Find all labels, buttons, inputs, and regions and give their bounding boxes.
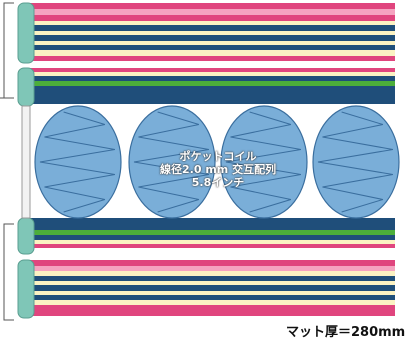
top-quilt-stripe-1 <box>30 3 395 9</box>
pocket-coil-4 <box>312 105 400 219</box>
coil-spring-4 <box>317 111 393 213</box>
top-quilt-stripe-7 <box>30 35 395 41</box>
mattress-cross-section-diagram <box>0 2 400 321</box>
coil-pocket-2 <box>128 105 216 219</box>
upper-insulator-stripe-6 <box>30 92 395 98</box>
bottom-quilt-stripe-10 <box>30 305 395 311</box>
pocket-coil-2 <box>128 105 216 219</box>
bottom-bracket <box>3 223 14 321</box>
edge-band-4 <box>17 259 35 319</box>
bottom-quilt-stripe-2 <box>30 266 395 271</box>
lower-insulator-stripe-1 <box>30 218 395 224</box>
layer-stripes <box>30 3 395 316</box>
coil-caption-line2: 線径2.0 mm 交互配列 <box>160 163 277 176</box>
upper-insulator-stripe-4 <box>30 81 395 86</box>
coil-pocket-1 <box>34 105 122 219</box>
top-bracket <box>3 2 14 99</box>
upper-insulator-stripe-2 <box>30 72 395 76</box>
edge-band-1 <box>17 2 35 64</box>
lower-insulator-stripe-6 <box>30 244 395 248</box>
coil-pocket-4 <box>312 105 400 219</box>
lower-insulator-stripe-2 <box>30 224 395 230</box>
coil-spring-1 <box>39 111 115 213</box>
top-quilt-stripe-11 <box>30 56 395 61</box>
coil-spring-3 <box>225 111 301 213</box>
bottom-quilt-stripe-11 <box>30 311 395 316</box>
side-brackets <box>0 2 14 321</box>
bottom-quilt-stripe-3 <box>30 271 395 276</box>
pocket-coil-1 <box>34 105 122 219</box>
top-quilt-stripe-10 <box>30 50 395 56</box>
edge-bands <box>17 2 35 319</box>
bottom-quilt-stripe-9 <box>30 300 395 305</box>
edge-band-2 <box>17 67 35 107</box>
bottom-quilt-stripe-7 <box>30 291 395 295</box>
coil-caption: ポケットコイル 線径2.0 mm 交互配列 5.8インチ <box>160 150 276 189</box>
coil-side-frame <box>21 105 31 219</box>
upper-insulator-stripe-1 <box>30 68 395 72</box>
pocket-coil-3 <box>220 105 308 219</box>
edge-band-3 <box>17 217 35 255</box>
top-quilt-stripe-9 <box>30 45 395 50</box>
lower-insulator-stripe-5 <box>30 240 395 244</box>
coil-caption-line3: 5.8インチ <box>191 176 245 189</box>
upper-insulator-stripe-7 <box>30 98 395 104</box>
bottom-quilt-stripe-4 <box>30 276 395 281</box>
bottom-quilt-stripe-8 <box>30 295 395 300</box>
pocket-coil-row <box>34 105 400 219</box>
coil-caption-line1: ポケットコイル <box>179 150 257 163</box>
bottom-quilt-stripe-1 <box>30 260 395 266</box>
mattress-thickness-label: マット厚＝280mm <box>286 325 405 340</box>
upper-insulator-stripe-3 <box>30 76 395 81</box>
coil-pocket-3 <box>220 105 308 219</box>
top-quilt-stripe-6 <box>30 31 395 35</box>
lower-insulator-stripe-3 <box>30 230 395 235</box>
coil-spring-2 <box>133 111 209 213</box>
bottom-quilt-stripe-6 <box>30 285 395 291</box>
top-quilt-stripe-4 <box>30 21 395 25</box>
top-quilt-stripe-8 <box>30 41 395 45</box>
top-quilt-stripe-5 <box>30 25 395 31</box>
top-quilt-stripe-2 <box>30 9 395 15</box>
upper-insulator-stripe-5 <box>30 86 395 92</box>
lower-insulator-stripe-4 <box>30 235 395 240</box>
top-quilt-stripe-3 <box>30 15 395 21</box>
bottom-quilt-stripe-5 <box>30 281 395 285</box>
